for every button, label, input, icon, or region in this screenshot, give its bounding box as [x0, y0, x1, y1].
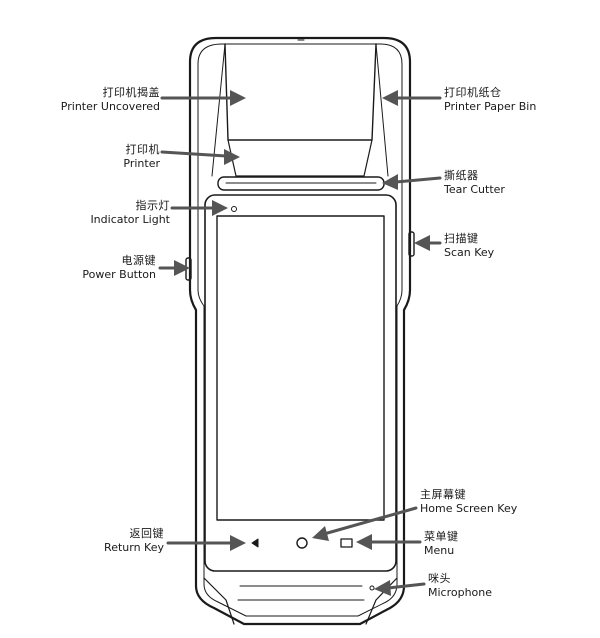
label-microphone-zh: 咪头: [428, 572, 451, 585]
label-printer-paper-bin-en: Printer Paper Bin: [444, 99, 537, 113]
label-indicator-light: 指示灯 Indicator Light: [60, 199, 170, 227]
label-tear-cutter-zh: 撕纸器: [444, 169, 479, 182]
arrow-microphone: [386, 582, 426, 590]
label-printer-uncovered-en: Printer Uncovered: [60, 99, 160, 113]
label-home-screen-key: 主屏幕键 Home Screen Key: [420, 488, 580, 516]
label-scan-key: 扫描键 Scan Key: [444, 232, 584, 260]
label-return-key-en: Return Key: [104, 540, 164, 554]
label-printer-en: Printer: [123, 156, 160, 170]
label-tear-cutter: 撕纸器 Tear Cutter: [444, 169, 584, 197]
arrow-tear-cutter: [394, 176, 442, 184]
label-scan-key-zh: 扫描键: [444, 232, 479, 245]
return-key: [251, 538, 259, 548]
label-power-button-zh: 电源键: [121, 254, 156, 267]
screen-bezel: [204, 194, 397, 572]
label-scan-key-en: Scan Key: [444, 245, 495, 259]
printer-cover: [224, 43, 377, 141]
pointer-arrows: [158, 90, 442, 596]
label-power-button: 电源键 Power Button: [46, 254, 156, 282]
label-return-key-zh: 返回键: [129, 527, 164, 540]
label-home-screen-key-zh: 主屏幕键: [420, 488, 466, 501]
scan-key: [408, 231, 415, 257]
label-menu-key: 菜单键 Menu: [424, 530, 564, 558]
microphone-hole: [369, 585, 375, 591]
device-body-inner-outline: [197, 43, 403, 617]
label-printer-paper-bin-zh: 打印机纸仓: [444, 86, 502, 99]
display-screen: [216, 215, 385, 521]
label-power-button-en: Power Button: [82, 267, 156, 281]
label-microphone-en: Microphone: [428, 585, 493, 599]
device-body-outline: [188, 36, 412, 626]
indicator-light: [231, 206, 237, 212]
label-printer-uncovered: 打印机揭盖 Printer Uncovered: [50, 86, 160, 114]
home-screen-key: [296, 537, 308, 549]
label-microphone: 咪头 Microphone: [428, 572, 568, 600]
label-return-key: 返回键 Return Key: [54, 527, 164, 555]
arrow-printer: [160, 150, 228, 158]
label-indicator-light-en: Indicator Light: [90, 212, 170, 226]
menu-key: [340, 538, 353, 548]
label-tear-cutter-en: Tear Cutter: [444, 182, 505, 196]
label-printer-paper-bin: 打印机纸仓 Printer Paper Bin: [444, 86, 584, 114]
label-printer-uncovered-zh: 打印机揭盖: [102, 86, 160, 99]
label-printer: 打印机 Printer: [50, 143, 160, 171]
arrow-home: [322, 506, 418, 536]
label-indicator-light-zh: 指示灯: [135, 199, 170, 212]
label-menu-key-zh: 菜单键: [424, 530, 459, 543]
label-menu-key-en: Menu: [424, 543, 455, 557]
label-home-screen-key-en: Home Screen Key: [420, 501, 518, 515]
label-printer-zh: 打印机: [125, 143, 160, 156]
